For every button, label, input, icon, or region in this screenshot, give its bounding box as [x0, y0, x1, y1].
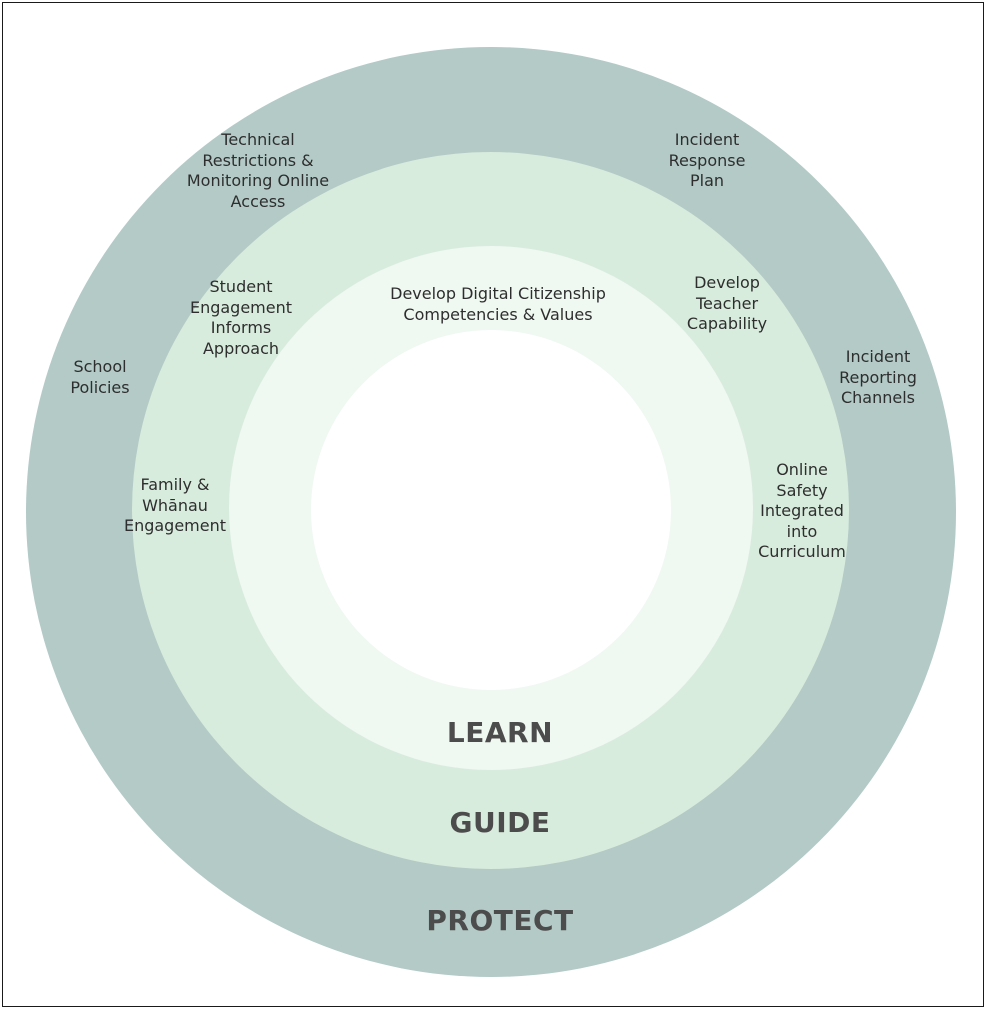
protect-layer-label: PROTECT [426, 904, 574, 937]
digital-citizenship-label: Develop Digital Citizenship Competencies… [390, 284, 606, 324]
center-circle [311, 330, 671, 690]
incident-response-plan-label: Incident Response Plan [668, 130, 746, 190]
incident-reporting-channels-label: Incident Reporting Channels [839, 347, 917, 407]
learn-layer-label: LEARN [446, 716, 554, 749]
online-safety-curriculum-label: Online Safety Integrated into Curriculum [758, 460, 846, 561]
school-policies-label: School Policies [70, 357, 130, 397]
guide-layer-label: GUIDE [449, 806, 551, 839]
student-engagement-label: Student Engagement Informs Approach [189, 277, 293, 358]
family-whanau-engagement-label: Family & Whānau Engagement [123, 475, 227, 535]
teacher-capability-label: Develop Teacher Capability [686, 273, 768, 333]
technical-restrictions-label: Technical Restrictions & Monitoring Onli… [186, 130, 330, 211]
